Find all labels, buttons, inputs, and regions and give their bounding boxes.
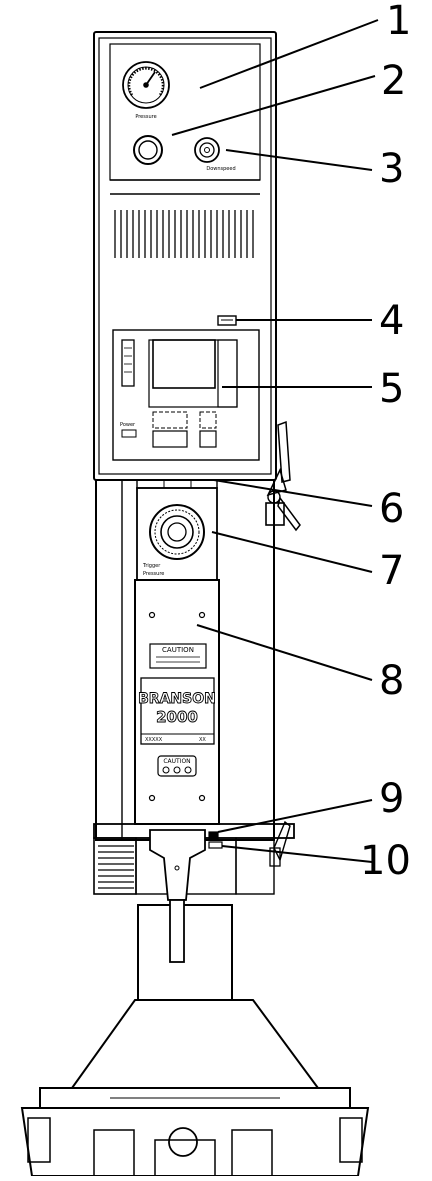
trigger-pressure-label: Pressure [143,571,164,577]
leader-8 [196,624,373,681]
callout-8: 8 [379,658,404,704]
horn-assembly [93,823,295,963]
leader-10 [221,845,373,863]
caution-top-label: CAUTION [162,646,194,654]
caution-plate-top [149,643,207,669]
pressure-gauge-icon [122,61,170,109]
caution-plate-bottom [157,755,197,777]
brand-label: BRANSON [138,691,216,707]
lower-clamp-handle [269,820,291,867]
upper-clamp-handle [265,420,301,532]
callout-7: 7 [379,548,404,594]
leader-3 [225,149,373,171]
leader-1 [199,19,379,89]
callout-2: 2 [381,58,406,104]
base-knob-icon [168,1127,198,1157]
leader-6 [213,479,373,507]
keypad-key [199,411,217,429]
leader-2 [171,75,376,136]
leader-7 [211,531,373,573]
pressure-regulator-knob [133,135,163,165]
callout-9: 9 [379,776,404,822]
model-label: 2000 [156,708,198,726]
bar-display-icon [121,339,135,387]
keypad-key [152,430,188,448]
downspeed-control-knob [194,137,220,163]
callout-10: 10 [360,838,411,884]
callout-1: 1 [386,0,411,44]
pressure-label: Pressure [135,114,156,120]
callout-3: 3 [379,146,404,192]
caution-bottom-label: CAUTION [163,758,190,765]
vent-grille [114,210,254,258]
callout-5: 5 [379,366,404,412]
right-tag-label: XX [199,737,206,743]
control-panel [112,329,260,461]
keypad-key [152,411,188,429]
keypad-key [199,430,217,448]
leader-9 [217,799,373,833]
brand-plate [140,677,215,745]
trigger-pressure-knob [149,504,205,560]
left-tag-label: XXXXX [145,737,163,743]
downspeed-label: Downspeed [206,166,235,172]
trigger-label: Trigger [142,563,161,569]
power-switch [121,429,137,438]
control-enclosure [93,31,277,481]
power-label: Power [120,422,136,428]
callout-6: 6 [379,486,404,532]
callout-4: 4 [379,298,404,344]
